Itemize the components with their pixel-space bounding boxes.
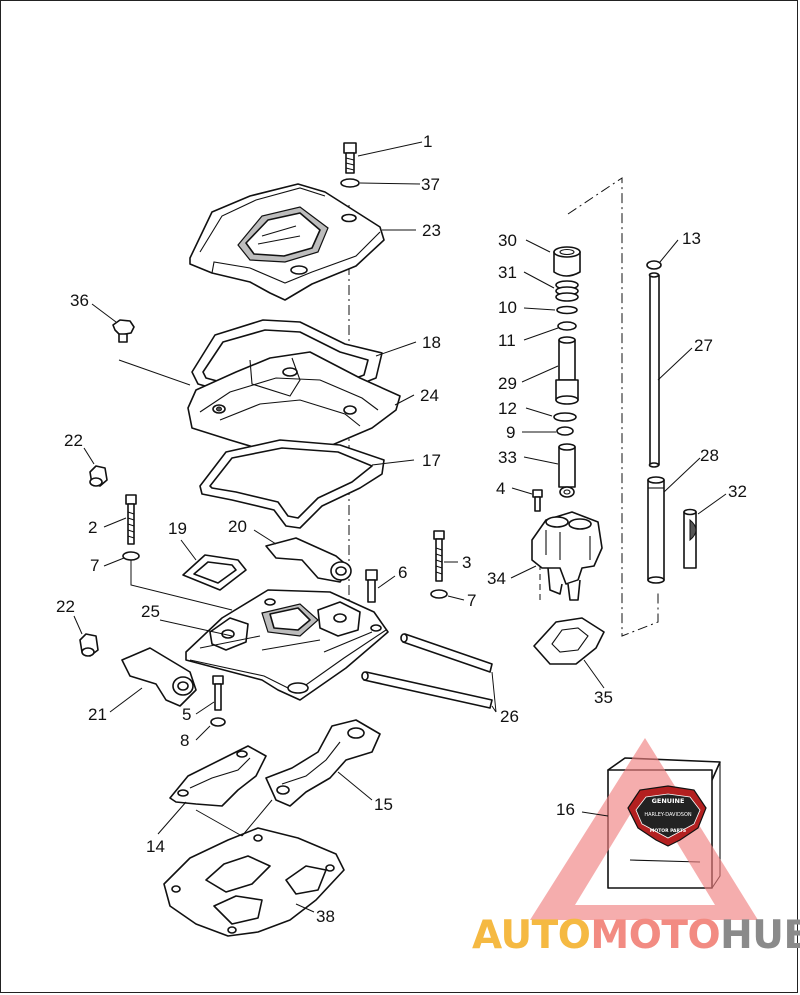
- part-8-washer: [210, 717, 226, 727]
- part-7-washer-right: [430, 589, 448, 599]
- callout-6: 6: [398, 563, 407, 582]
- part-10-ring: [556, 305, 578, 315]
- part-13-oring: [646, 260, 662, 270]
- part-2-bolt: [125, 494, 137, 545]
- part-26-shafts: [361, 633, 493, 709]
- callout-35: 35: [594, 688, 613, 707]
- part-33-lifter: [558, 443, 576, 498]
- badge-bottom-text: MOTOR PARTS: [650, 828, 686, 834]
- watermark-moto: MOTO: [590, 913, 720, 958]
- callout-26: 26: [500, 707, 519, 726]
- callout-11: 11: [498, 331, 516, 350]
- callout-33: 33: [498, 448, 517, 467]
- callout-16: 16: [556, 800, 575, 819]
- part-32-clip: [683, 508, 697, 569]
- part-25-support-plate: [185, 589, 389, 701]
- callout-29: 29: [498, 374, 517, 393]
- part-23-rocker-cover: [189, 183, 385, 301]
- part-4-screw: [532, 489, 543, 512]
- callout-10: 10: [498, 298, 517, 317]
- part-37-washer: [340, 178, 360, 188]
- part-19-seal: [182, 554, 247, 591]
- part-34-lifter-block: [531, 511, 603, 601]
- callout-34: 34: [487, 569, 506, 588]
- part-15-gasket: [265, 719, 381, 807]
- watermark-auto: AUTO: [472, 913, 590, 958]
- part-22-plug-upper: [89, 465, 108, 487]
- callout-9: 9: [506, 423, 515, 442]
- part-21-rocker-arm: [121, 647, 197, 707]
- badge-top-text: GENUINE: [652, 797, 685, 805]
- callout-28: 28: [700, 446, 719, 465]
- callout-7-right: 7: [467, 591, 476, 610]
- part-35-gasket: [533, 617, 605, 665]
- part-6-screw: [365, 569, 378, 603]
- callout-leaders: [73, 141, 727, 913]
- watermark-hub: HUB: [720, 913, 800, 958]
- harley-badge: GENUINE HARLEY-DAVIDSON MOTOR PARTS: [627, 785, 707, 847]
- callout-22-upper: 22: [64, 431, 83, 450]
- part-3-bolt: [433, 530, 445, 582]
- part-9-ring: [556, 426, 574, 436]
- part-5-bolt: [212, 675, 224, 711]
- callout-3: 3: [462, 553, 471, 572]
- callout-21: 21: [88, 705, 107, 724]
- callout-25: 25: [141, 602, 160, 621]
- callout-14: 14: [146, 837, 165, 856]
- callout-38: 38: [316, 907, 335, 926]
- callout-13: 13: [682, 229, 701, 248]
- part-7-washer-left: [122, 551, 140, 561]
- callout-7-left: 7: [90, 556, 99, 575]
- part-36-plug: [112, 319, 135, 343]
- callout-37: 37: [421, 175, 440, 194]
- watermark-text: AUTOMOTOHUB: [472, 913, 800, 958]
- part-28-pushrod-tube: [647, 476, 665, 584]
- callout-23: 23: [422, 221, 441, 240]
- callout-labels: 1 37 23 36 18 24 22 17 2 19 20 7 3 6 7 2…: [56, 132, 747, 926]
- callout-36: 36: [70, 291, 89, 310]
- watermark-triangle: [530, 738, 758, 920]
- callout-18: 18: [422, 333, 441, 352]
- callout-30: 30: [498, 231, 517, 250]
- part-17-gasket: [199, 439, 385, 529]
- right-alignment-line: [567, 177, 659, 637]
- part-14-gasket: [169, 745, 267, 807]
- part-29-tube: [555, 336, 579, 405]
- part-30-cap: [553, 246, 581, 277]
- part-1-screw: [343, 142, 357, 174]
- callout-27: 27: [694, 336, 713, 355]
- callout-5: 5: [182, 705, 191, 724]
- callout-19: 19: [168, 519, 187, 538]
- callout-24: 24: [420, 386, 439, 405]
- callout-32: 32: [728, 482, 747, 501]
- part-31-spring: [555, 280, 579, 302]
- callout-15: 15: [374, 795, 393, 814]
- part-20-rocker-arm: [265, 537, 352, 583]
- badge-middle-text: HARLEY-DAVIDSON: [644, 812, 692, 818]
- part-11-ring: [557, 321, 577, 331]
- part-22-plug-lower: [79, 633, 99, 657]
- part-27-pushrod: [648, 272, 660, 468]
- callout-4: 4: [496, 479, 505, 498]
- callout-12: 12: [498, 399, 517, 418]
- washer-left-guide: [130, 560, 233, 611]
- callout-20: 20: [228, 517, 247, 536]
- callout-22-lower: 22: [56, 597, 75, 616]
- part-12-ring: [553, 412, 577, 422]
- part-38-base-gasket: [163, 827, 345, 937]
- callout-8: 8: [180, 731, 189, 750]
- callout-1: 1: [423, 132, 432, 151]
- callout-17: 17: [422, 451, 441, 470]
- callout-31: 31: [498, 263, 517, 282]
- callout-2: 2: [88, 518, 97, 537]
